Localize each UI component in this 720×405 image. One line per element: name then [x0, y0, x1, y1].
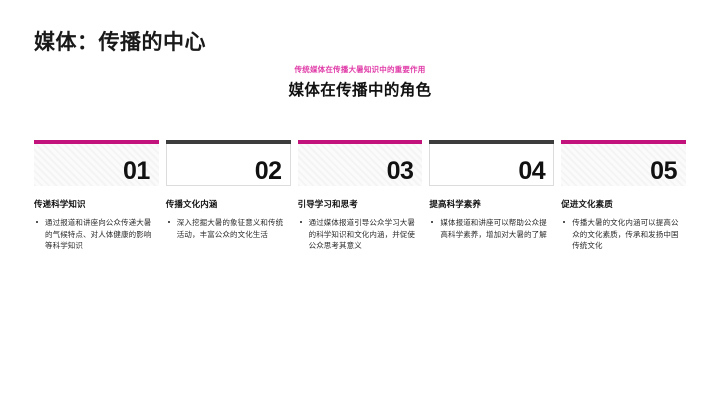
card-title: 引导学习和思考	[297, 199, 358, 209]
hatch-pattern	[561, 144, 686, 186]
card-number-box: 03	[297, 140, 423, 186]
list-item: 深入挖掘大暑的象征意义和传统活动，丰富公众的文化生活	[166, 217, 291, 240]
card-02: 02 传播文化内涵 深入挖掘大暑的象征意义和传统活动，丰富公众的文化生活	[165, 140, 291, 252]
card-bullet-list: 深入挖掘大暑的象征意义和传统活动，丰富公众的文化生活	[166, 217, 291, 240]
cards-row: 01 传递科学知识 通过报道和讲座向公众传递大暑的气候特点、对人体健康的影响等科…	[34, 140, 686, 252]
card-number: 02	[254, 157, 282, 185]
bullet-dot-icon	[431, 221, 434, 223]
hatch-pattern	[34, 144, 159, 186]
bullet-dot-icon	[563, 221, 566, 223]
card-bullet-text: 通过媒体报道引导公众学习大暑的科学知识和文化内涵，并促使公众思考其意义	[308, 218, 415, 250]
card-box-fill	[429, 144, 555, 186]
card-number-box: 04	[429, 140, 555, 186]
section-eyebrow: 传统媒体在传播大暑知识中的重要作用	[294, 65, 426, 74]
card-03: 03 引导学习和思考 通过媒体报道引导公众学习大暑的科学知识和文化内涵，并促使公…	[297, 140, 423, 252]
card-number: 03	[386, 157, 414, 185]
list-item: 媒体报道和讲座可以帮助公众提高科学素养，增加对大暑的了解	[429, 217, 554, 240]
card-bullet-list: 通过报道和讲座向公众传递大暑的气候特点、对人体健康的影响等科学知识	[34, 217, 159, 252]
card-01: 01 传递科学知识 通过报道和讲座向公众传递大暑的气候特点、对人体健康的影响等科…	[34, 140, 159, 252]
card-05: 05 促进文化素质 传播大暑的文化内涵可以提高公众的文化素质，传承和发扬中国传统…	[561, 140, 686, 252]
card-bullet-text: 媒体报道和讲座可以帮助公众提高科学素养，增加对大暑的了解	[440, 218, 547, 239]
card-title: 提高科学素养	[429, 199, 481, 209]
card-bullet-list: 媒体报道和讲座可以帮助公众提高科学素养，增加对大暑的了解	[429, 217, 554, 240]
card-number: 05	[650, 157, 677, 185]
card-number-box: 02	[165, 140, 291, 186]
card-title: 促进文化素质	[561, 199, 613, 209]
card-title: 传播文化内涵	[165, 199, 218, 209]
list-item: 通过报道和讲座向公众传递大暑的气候特点、对人体健康的影响等科学知识	[34, 217, 159, 252]
list-item: 传播大暑的文化内涵可以提高公众的文化素质，传承和发扬中国传统文化	[561, 217, 686, 252]
card-accent-bar	[165, 140, 291, 144]
card-bullet-text: 深入挖掘大暑的象征意义和传统活动，丰富公众的文化生活	[176, 218, 284, 239]
list-item: 通过媒体报道引导公众学习大暑的科学知识和文化内涵，并促使公众思考其意义	[298, 217, 423, 252]
card-number: 04	[518, 157, 546, 185]
card-bullet-list: 通过媒体报道引导公众学习大暑的科学知识和文化内涵，并促使公众思考其意义	[298, 217, 423, 252]
hatch-pattern	[297, 144, 423, 186]
section-heading: 媒体在传播中的角色	[288, 82, 432, 99]
card-box-fill	[165, 144, 291, 186]
bullet-dot-icon	[36, 221, 38, 223]
card-bullet-text: 通过报道和讲座向公众传递大暑的气候特点、对人体健康的影响等科学知识	[45, 218, 152, 250]
card-accent-bar	[561, 140, 686, 144]
card-04: 04 提高科学素养 媒体报道和讲座可以帮助公众提高科学素养，增加对大暑的了解	[429, 140, 555, 252]
card-number-box: 01	[34, 140, 159, 186]
card-accent-bar	[297, 140, 423, 144]
card-accent-bar	[429, 140, 555, 144]
card-number-box: 05	[561, 140, 686, 186]
bullet-dot-icon	[299, 221, 302, 223]
card-bullet-list: 传播大暑的文化内涵可以提高公众的文化素质，传承和发扬中国传统文化	[561, 217, 686, 252]
page-title: 媒体：传播的中心	[34, 31, 206, 54]
card-number: 01	[122, 157, 150, 185]
card-bullet-text: 传播大暑的文化内涵可以提高公众的文化素质，传承和发扬中国传统文化	[572, 218, 679, 250]
card-title: 传递科学知识	[34, 199, 86, 209]
bullet-dot-icon	[167, 221, 170, 223]
card-accent-bar	[34, 140, 159, 144]
section-header: 传统媒体在传播大暑知识中的重要作用 媒体在传播中的角色	[0, 64, 720, 101]
